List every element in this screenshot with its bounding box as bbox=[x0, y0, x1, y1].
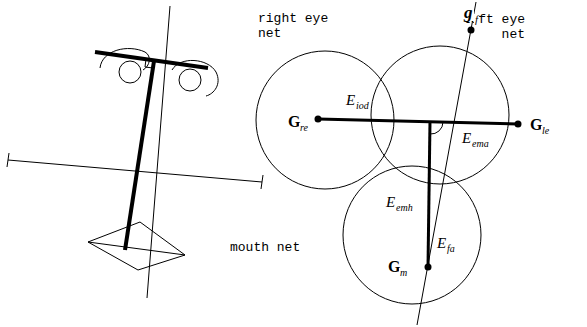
face-sketch bbox=[7, 6, 263, 298]
symbol-subscript: iod bbox=[355, 101, 370, 111]
network-circle: mouth net bbox=[342, 165, 482, 305]
symbol-subscript: le bbox=[541, 126, 550, 136]
net-geometry bbox=[318, 2, 518, 325]
circle-outline bbox=[255, 50, 395, 190]
circle-outline bbox=[370, 45, 510, 185]
network-circle: right eye net bbox=[255, 50, 395, 190]
net-label: left eye net bbox=[443, 12, 525, 42]
symbol-subscript: emh bbox=[395, 203, 414, 213]
symbol-subscript: re bbox=[299, 123, 309, 133]
symbol-subscript: ema bbox=[471, 139, 490, 149]
symbol-subscript: fa bbox=[446, 244, 456, 254]
network-circle: left eye net bbox=[370, 45, 510, 185]
points bbox=[315, 27, 522, 271]
symbol-subscript: f bbox=[474, 14, 479, 25]
net-label: mouth net bbox=[230, 240, 320, 255]
symbol-subscript: m bbox=[399, 268, 408, 278]
circle-outline bbox=[342, 165, 482, 305]
symbol-letter: g bbox=[463, 4, 474, 21]
net-label: right eye net bbox=[258, 11, 338, 41]
